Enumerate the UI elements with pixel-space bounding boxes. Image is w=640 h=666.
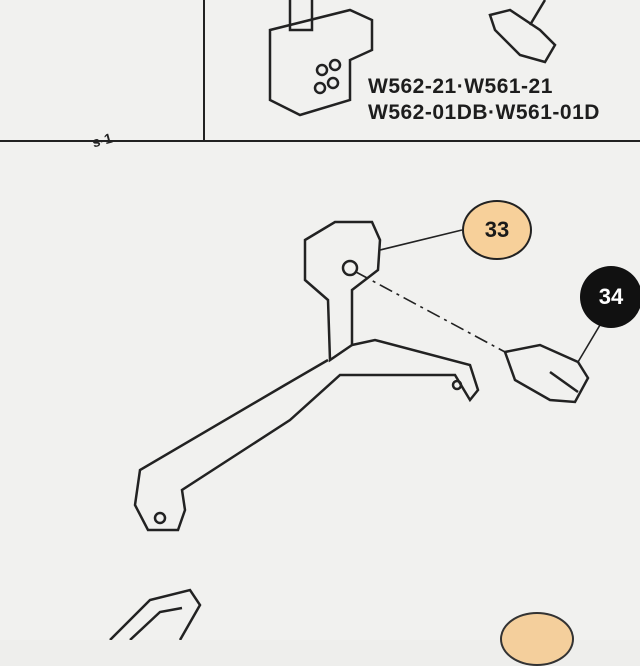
callout-33: 33 [462,200,532,260]
callout-34-label: 34 [598,284,624,309]
parts-drawing [109,0,601,640]
model-label-1: W562-21·W561-21 [368,75,553,98]
section-divider-vertical [203,0,205,141]
callout-33-label: 33 [484,217,510,242]
model-labels: W562-21·W561-21 W562-01DB·W561-01D [368,74,600,126]
callout-34: 34 [580,266,640,328]
model-label-2: W562-01DB·W561-01D [368,101,600,124]
callout-partial-bottom [500,612,574,666]
section-divider-horizontal [0,140,640,142]
